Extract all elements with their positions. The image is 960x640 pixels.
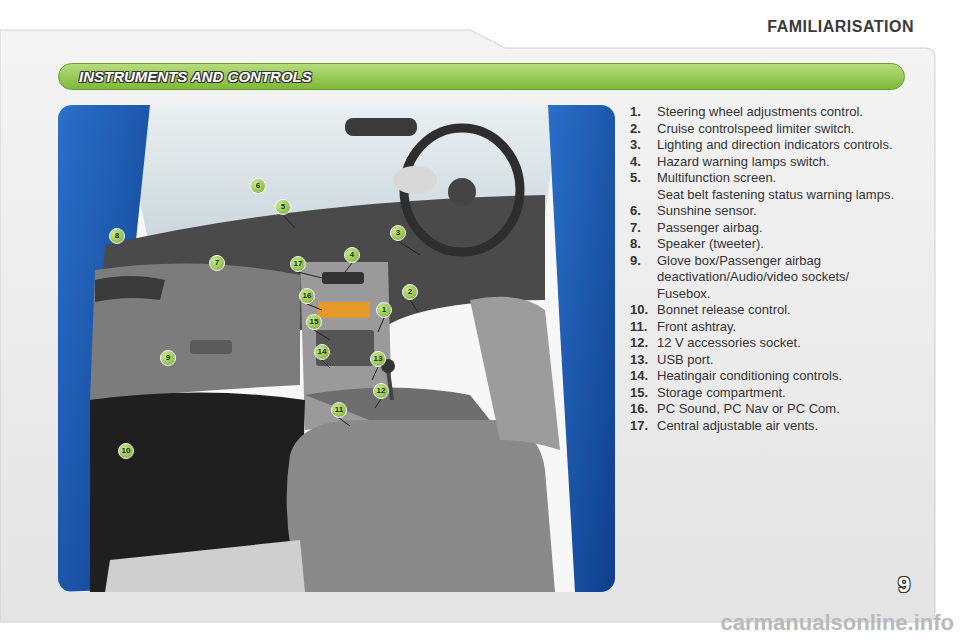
callout-number: 1 xyxy=(376,302,392,318)
item-number: 15. xyxy=(630,385,657,402)
item-number: 9. xyxy=(630,253,657,303)
callout-number: 9 xyxy=(160,350,176,366)
item-description: Sunshine sensor. xyxy=(657,203,906,220)
list-row: Seat belt fastening status warning lamps… xyxy=(630,187,906,204)
list-row: 16.PC Sound, PC Nav or PC Com. xyxy=(630,401,906,418)
list-row: 9.Glove box/Passenger airbag deactivatio… xyxy=(630,253,906,303)
callout-number: 13 xyxy=(370,351,386,367)
callout-number: 3 xyxy=(390,225,406,241)
callout-number: 15 xyxy=(306,314,322,330)
list-row: 15.Storage compartment. xyxy=(630,385,906,402)
legend-list: 1.Steering wheel adjustments control.2.C… xyxy=(630,104,906,434)
section-banner: INSTRUMENTS AND CONTROLS xyxy=(58,63,905,90)
list-row: 1.Steering wheel adjustments control. xyxy=(630,104,906,121)
item-description: Bonnet release control. xyxy=(657,302,906,319)
watermark: carmanualsonline.info xyxy=(721,610,955,636)
item-description: USB port. xyxy=(657,352,906,369)
item-number: 14. xyxy=(630,368,657,385)
item-number: 17. xyxy=(630,418,657,435)
list-row: 6.Sunshine sensor. xyxy=(630,203,906,220)
item-description: Speaker (tweeter). xyxy=(657,236,906,253)
item-number: 13. xyxy=(630,352,657,369)
callout-number: 8 xyxy=(109,228,125,244)
item-description: Cruise controlspeed limiter switch. xyxy=(657,121,906,138)
item-description: PC Sound, PC Nav or PC Com. xyxy=(657,401,906,418)
callout-number: 2 xyxy=(402,284,418,300)
item-description: Steering wheel adjustments control. xyxy=(657,104,906,121)
page-number: 9 xyxy=(898,572,910,598)
list-row: 14.Heatingair conditioning controls. xyxy=(630,368,906,385)
page-title: FAMILIARISATION xyxy=(767,18,914,36)
item-description: Glove box/Passenger airbag deactivation/… xyxy=(657,253,906,303)
list-row: 3.Lighting and direction indicators cont… xyxy=(630,137,906,154)
callout-number: 4 xyxy=(344,247,360,263)
item-number: 5. xyxy=(630,170,657,187)
item-description: Lighting and direction indicators contro… xyxy=(657,137,906,154)
item-number: 1. xyxy=(630,104,657,121)
list-row: 5.Multifunction screen. xyxy=(630,170,906,187)
list-row: 2.Cruise controlspeed limiter switch. xyxy=(630,121,906,138)
item-description: Heatingair conditioning controls. xyxy=(657,368,906,385)
callout-number: 17 xyxy=(290,256,306,272)
callout-number: 14 xyxy=(314,344,330,360)
item-number: 4. xyxy=(630,154,657,171)
callout-number: 6 xyxy=(250,178,266,194)
list-row: 7.Passenger airbag. xyxy=(630,220,906,237)
item-number: 11. xyxy=(630,319,657,336)
item-description: Central adjustable air vents. xyxy=(657,418,906,435)
item-number: 12. xyxy=(630,335,657,352)
item-description: Storage compartment. xyxy=(657,385,906,402)
list-row: 4.Hazard warning lamps switch. xyxy=(630,154,906,171)
list-row: 13.USB port. xyxy=(630,352,906,369)
item-number: 3. xyxy=(630,137,657,154)
item-number: 2. xyxy=(630,121,657,138)
callout-number: 12 xyxy=(373,383,389,399)
item-number: 8. xyxy=(630,236,657,253)
item-number: 6. xyxy=(630,203,657,220)
item-description: Hazard warning lamps switch. xyxy=(657,154,906,171)
list-row: 8.Speaker (tweeter). xyxy=(630,236,906,253)
callout-number: 7 xyxy=(209,255,225,271)
callout-number: 5 xyxy=(275,199,291,215)
item-number: 7. xyxy=(630,220,657,237)
list-row: 17.Central adjustable air vents. xyxy=(630,418,906,435)
item-description: Passenger airbag. xyxy=(657,220,906,237)
item-description: Seat belt fastening status warning lamps… xyxy=(657,187,906,204)
item-description: Multifunction screen. xyxy=(657,170,906,187)
list-row: 12.12 V accessories socket. xyxy=(630,335,906,352)
callout-number: 11 xyxy=(331,402,347,418)
callout-number: 10 xyxy=(118,443,134,459)
banner-heading: INSTRUMENTS AND CONTROLS xyxy=(79,64,904,89)
callout-number: 16 xyxy=(299,288,315,304)
item-number: 16. xyxy=(630,401,657,418)
item-description: Front ashtray. xyxy=(657,319,906,336)
list-row: 10.Bonnet release control. xyxy=(630,302,906,319)
item-number: 10. xyxy=(630,302,657,319)
list-row: 11.Front ashtray. xyxy=(630,319,906,336)
item-indent xyxy=(630,187,657,204)
item-description: 12 V accessories socket. xyxy=(657,335,906,352)
